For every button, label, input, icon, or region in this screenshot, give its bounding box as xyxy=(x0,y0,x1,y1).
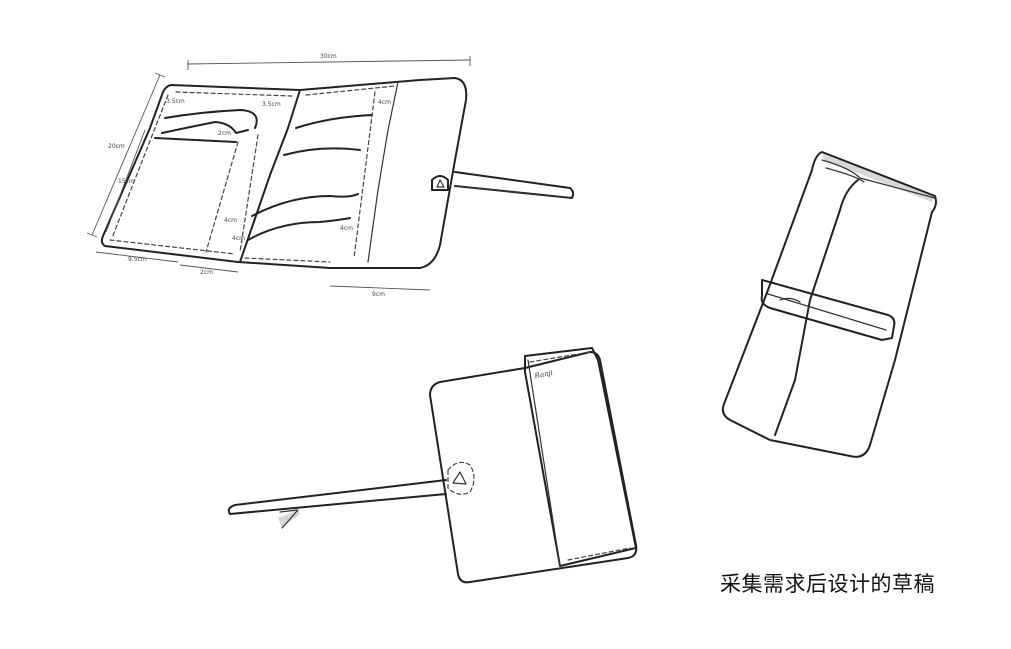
dim-pocket-d: 4cm xyxy=(340,225,353,232)
open-wallet-sketch: 30cm 20cm 15cm 3.5cm 3.5cm 2cm 4cm 4cm 4… xyxy=(86,53,575,298)
dim-top-width: 30cm xyxy=(320,53,337,60)
dim-pocket-b: 4cm xyxy=(378,99,391,106)
dim-left-height: 20cm xyxy=(108,143,125,150)
dim-pocket-top: 3.5cm xyxy=(262,101,281,108)
dim-left-mid: 15cm xyxy=(118,178,135,185)
dim-pocket-c: 4cm xyxy=(232,235,245,242)
stamp-label: Ranji xyxy=(533,369,554,380)
dim-bottom-c: 9cm xyxy=(372,291,385,298)
dim-pocket-a: 2cm xyxy=(218,130,231,137)
rolled-wallet-sketch xyxy=(721,151,937,458)
closed-wallet-sketch: Ranji xyxy=(227,347,638,584)
dim-pocket-e: 4cm xyxy=(224,217,237,224)
caption-text: 采集需求后设计的草稿 xyxy=(720,572,935,596)
dim-bottom-b: 2cm xyxy=(200,269,213,276)
dim-left-top: 3.5cm xyxy=(166,98,185,105)
dim-bottom-a: 9.5cm xyxy=(128,256,147,263)
